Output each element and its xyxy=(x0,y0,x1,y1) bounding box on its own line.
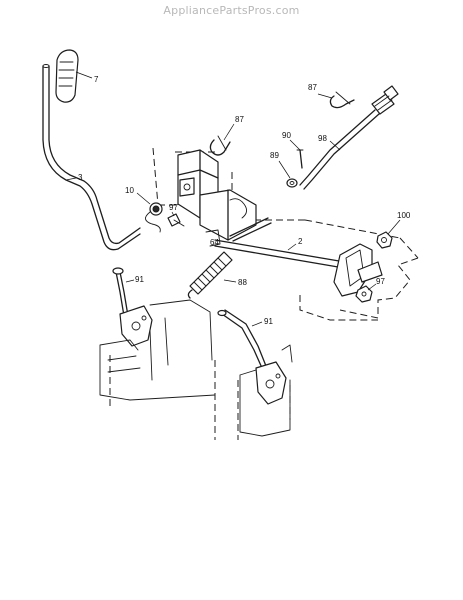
svg-text:87: 87 xyxy=(235,115,244,124)
callout-97-left: 97 xyxy=(169,203,178,217)
part-88-spring xyxy=(187,251,233,299)
callout-7: 7 xyxy=(75,71,99,84)
callout-90: 90 xyxy=(282,131,301,151)
svg-text:97: 97 xyxy=(169,203,178,212)
callout-91-right: 91 xyxy=(251,317,273,327)
part-3-lever-rod xyxy=(42,64,141,251)
part-7-grip-handle xyxy=(55,49,79,103)
svg-text:91: 91 xyxy=(264,317,273,326)
svg-text:3: 3 xyxy=(78,173,83,182)
callout-91-left: 91 xyxy=(125,275,144,284)
mounting-bracket xyxy=(177,149,257,241)
part-91-right-arm xyxy=(217,309,287,405)
part-64-clip xyxy=(205,229,221,247)
svg-text:97: 97 xyxy=(376,277,385,286)
callout-88: 88 xyxy=(223,278,247,287)
svg-text:100: 100 xyxy=(397,211,411,220)
callout-87-right: 87 xyxy=(308,83,333,99)
callout-100: 100 xyxy=(387,211,411,235)
svg-text:91: 91 xyxy=(135,275,144,284)
svg-text:64: 64 xyxy=(210,238,219,247)
part-87-hairpin-right xyxy=(329,91,355,109)
callout-3: 3 xyxy=(65,173,83,182)
svg-text:2: 2 xyxy=(298,237,303,246)
part-90-pin xyxy=(296,149,304,169)
svg-text:89: 89 xyxy=(270,151,279,160)
part-91-left-arm xyxy=(112,267,153,347)
part-100-nut xyxy=(376,231,393,249)
svg-text:88: 88 xyxy=(238,278,247,287)
svg-text:98: 98 xyxy=(318,134,327,143)
callout-98: 98 xyxy=(318,134,341,151)
callout-89: 89 xyxy=(270,151,291,179)
svg-text:10: 10 xyxy=(125,186,134,195)
left-deck-block xyxy=(99,299,216,401)
watermark-text: AppliancePartsPros.com xyxy=(163,4,300,17)
callout-2: 2 xyxy=(287,237,303,251)
right-deck-block xyxy=(239,344,293,437)
part-87-hairpin-upper xyxy=(209,135,231,156)
part-10-spring xyxy=(145,202,163,233)
callout-97-right: 97 xyxy=(367,277,385,291)
svg-text:87: 87 xyxy=(308,83,317,92)
part-98-link-rod xyxy=(299,85,399,190)
callout-10: 10 xyxy=(125,186,151,205)
right-shaft-bracket xyxy=(333,243,383,297)
part-97-bolt-left xyxy=(167,213,185,227)
callout-87-upper: 87 xyxy=(223,115,244,141)
svg-text:90: 90 xyxy=(282,131,291,140)
part-2-cross-shaft xyxy=(214,217,346,269)
svg-text:7: 7 xyxy=(94,75,99,84)
callout-64: 64 xyxy=(210,238,219,247)
part-89-washer xyxy=(286,178,298,188)
